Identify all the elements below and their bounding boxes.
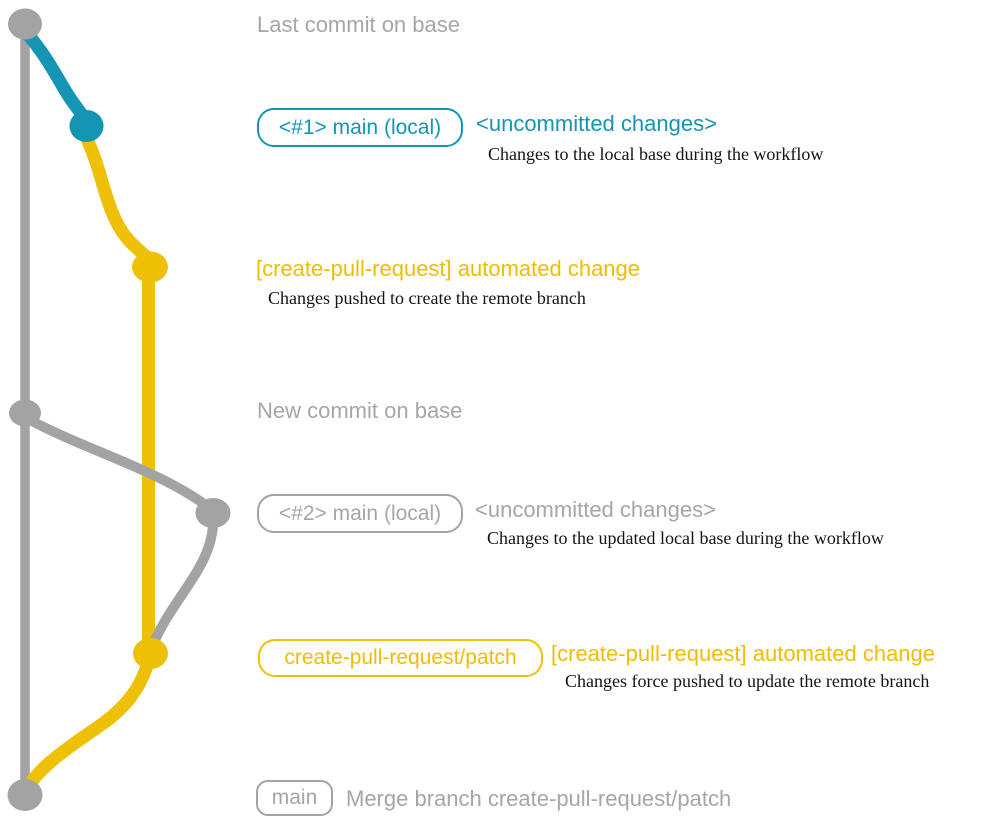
- ref-label-main: main: [256, 780, 333, 816]
- commit-dot-uncommitted-2: [195, 498, 231, 528]
- annotation-uncommitted-changes-2: <uncommitted changes>: [475, 497, 716, 522]
- ref-label-patch-branch-text: create-pull-request/patch: [284, 646, 517, 669]
- annotation-new-commit-on-base: New commit on base: [257, 398, 463, 423]
- commit-dot-patch-1: [132, 251, 168, 283]
- commit-dot-patch-2: [133, 638, 168, 669]
- commit-message-automated-change-1: [create-pull-request] automated change: [256, 256, 641, 281]
- ref-label-main-local-2: <#2> main (local): [257, 494, 463, 533]
- description-automated-change-1: Changes pushed to create the remote bran…: [268, 288, 586, 308]
- ref-label-main-local-1: <#1> main (local): [257, 108, 463, 147]
- patch-creation-edge: [80, 132, 156, 266]
- commit-message-automated-change-2: [create-pull-request] automated change: [551, 641, 936, 666]
- force-push-edge: [147, 520, 218, 652]
- ref-label-patch-branch: create-pull-request/patch: [258, 639, 543, 677]
- commit-dot-last-base: [8, 8, 42, 40]
- ref-label-main-local-1-text: <#1> main (local): [278, 115, 442, 139]
- commit-dot-uncommitted-1: [69, 110, 104, 142]
- uncommitted-changes-edge-1: [19, 25, 94, 129]
- ref-label-main-text: main: [271, 786, 318, 809]
- merge-edge: [20, 659, 154, 795]
- commit-dot-new-base: [9, 399, 41, 427]
- description-uncommitted-changes-1: Changes to the local base during the wor…: [488, 144, 824, 164]
- ref-label-main-local-2-text: <#2> main (local): [278, 501, 442, 525]
- description-uncommitted-changes-2: Changes to the updated local base during…: [487, 528, 884, 548]
- new-base-edge: [23, 414, 216, 514]
- description-automated-change-2: Changes force pushed to update the remot…: [565, 671, 930, 691]
- commit-dot-merge: [7, 779, 43, 811]
- annotation-uncommitted-changes-1: <uncommitted changes>: [476, 111, 717, 136]
- annotation-last-commit-on-base: Last commit on base: [257, 12, 460, 37]
- commit-message-merge: Merge branch create-pull-request/patch: [346, 786, 732, 811]
